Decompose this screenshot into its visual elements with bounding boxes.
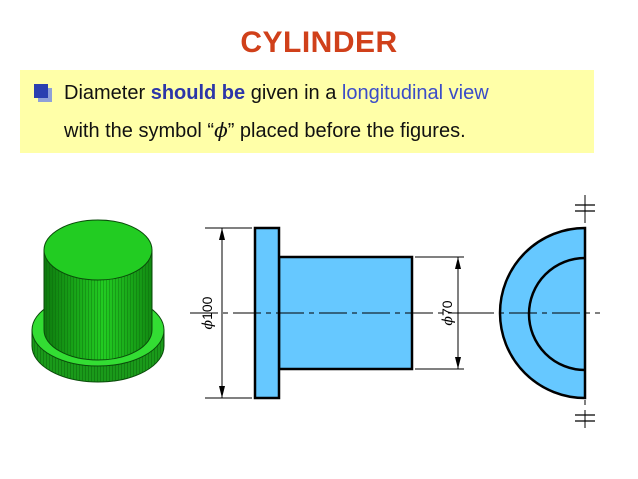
dimension-value: 100 [199, 296, 215, 320]
dimension-value: 70 [439, 300, 455, 316]
longitudinal-view [190, 226, 484, 400]
note-text: given in a [245, 82, 342, 104]
phi-symbol: ϕ [214, 118, 228, 142]
svg-text:ϕ70: ϕ70 [439, 300, 456, 325]
note-text: Diameter [64, 82, 151, 104]
note-emphasis: should be [150, 82, 246, 104]
dimension-label-70: ϕ70 [439, 300, 456, 325]
phi-symbol: ϕ [440, 316, 456, 326]
note-emphasis: longitudinal view [341, 82, 489, 104]
note-text: ” placed before the figures. [227, 120, 466, 142]
page-title: CYLINDER [240, 26, 398, 59]
dimension-label-100: ϕ100 [199, 296, 216, 329]
note-line-2: with the symbol “ϕ” placed before the fi… [64, 118, 466, 143]
phi-symbol: ϕ [200, 319, 216, 329]
svg-text:ϕ100: ϕ100 [199, 296, 216, 329]
note-line-1: Diameter should be given in a longitudin… [64, 82, 489, 105]
note-box: Diameter should be given in a longitudin… [20, 70, 594, 153]
square-bullet-icon [34, 84, 52, 102]
note-text: with the symbol “ [64, 120, 215, 142]
isometric-cylinder [31, 219, 165, 383]
side-half-view [466, 195, 600, 428]
